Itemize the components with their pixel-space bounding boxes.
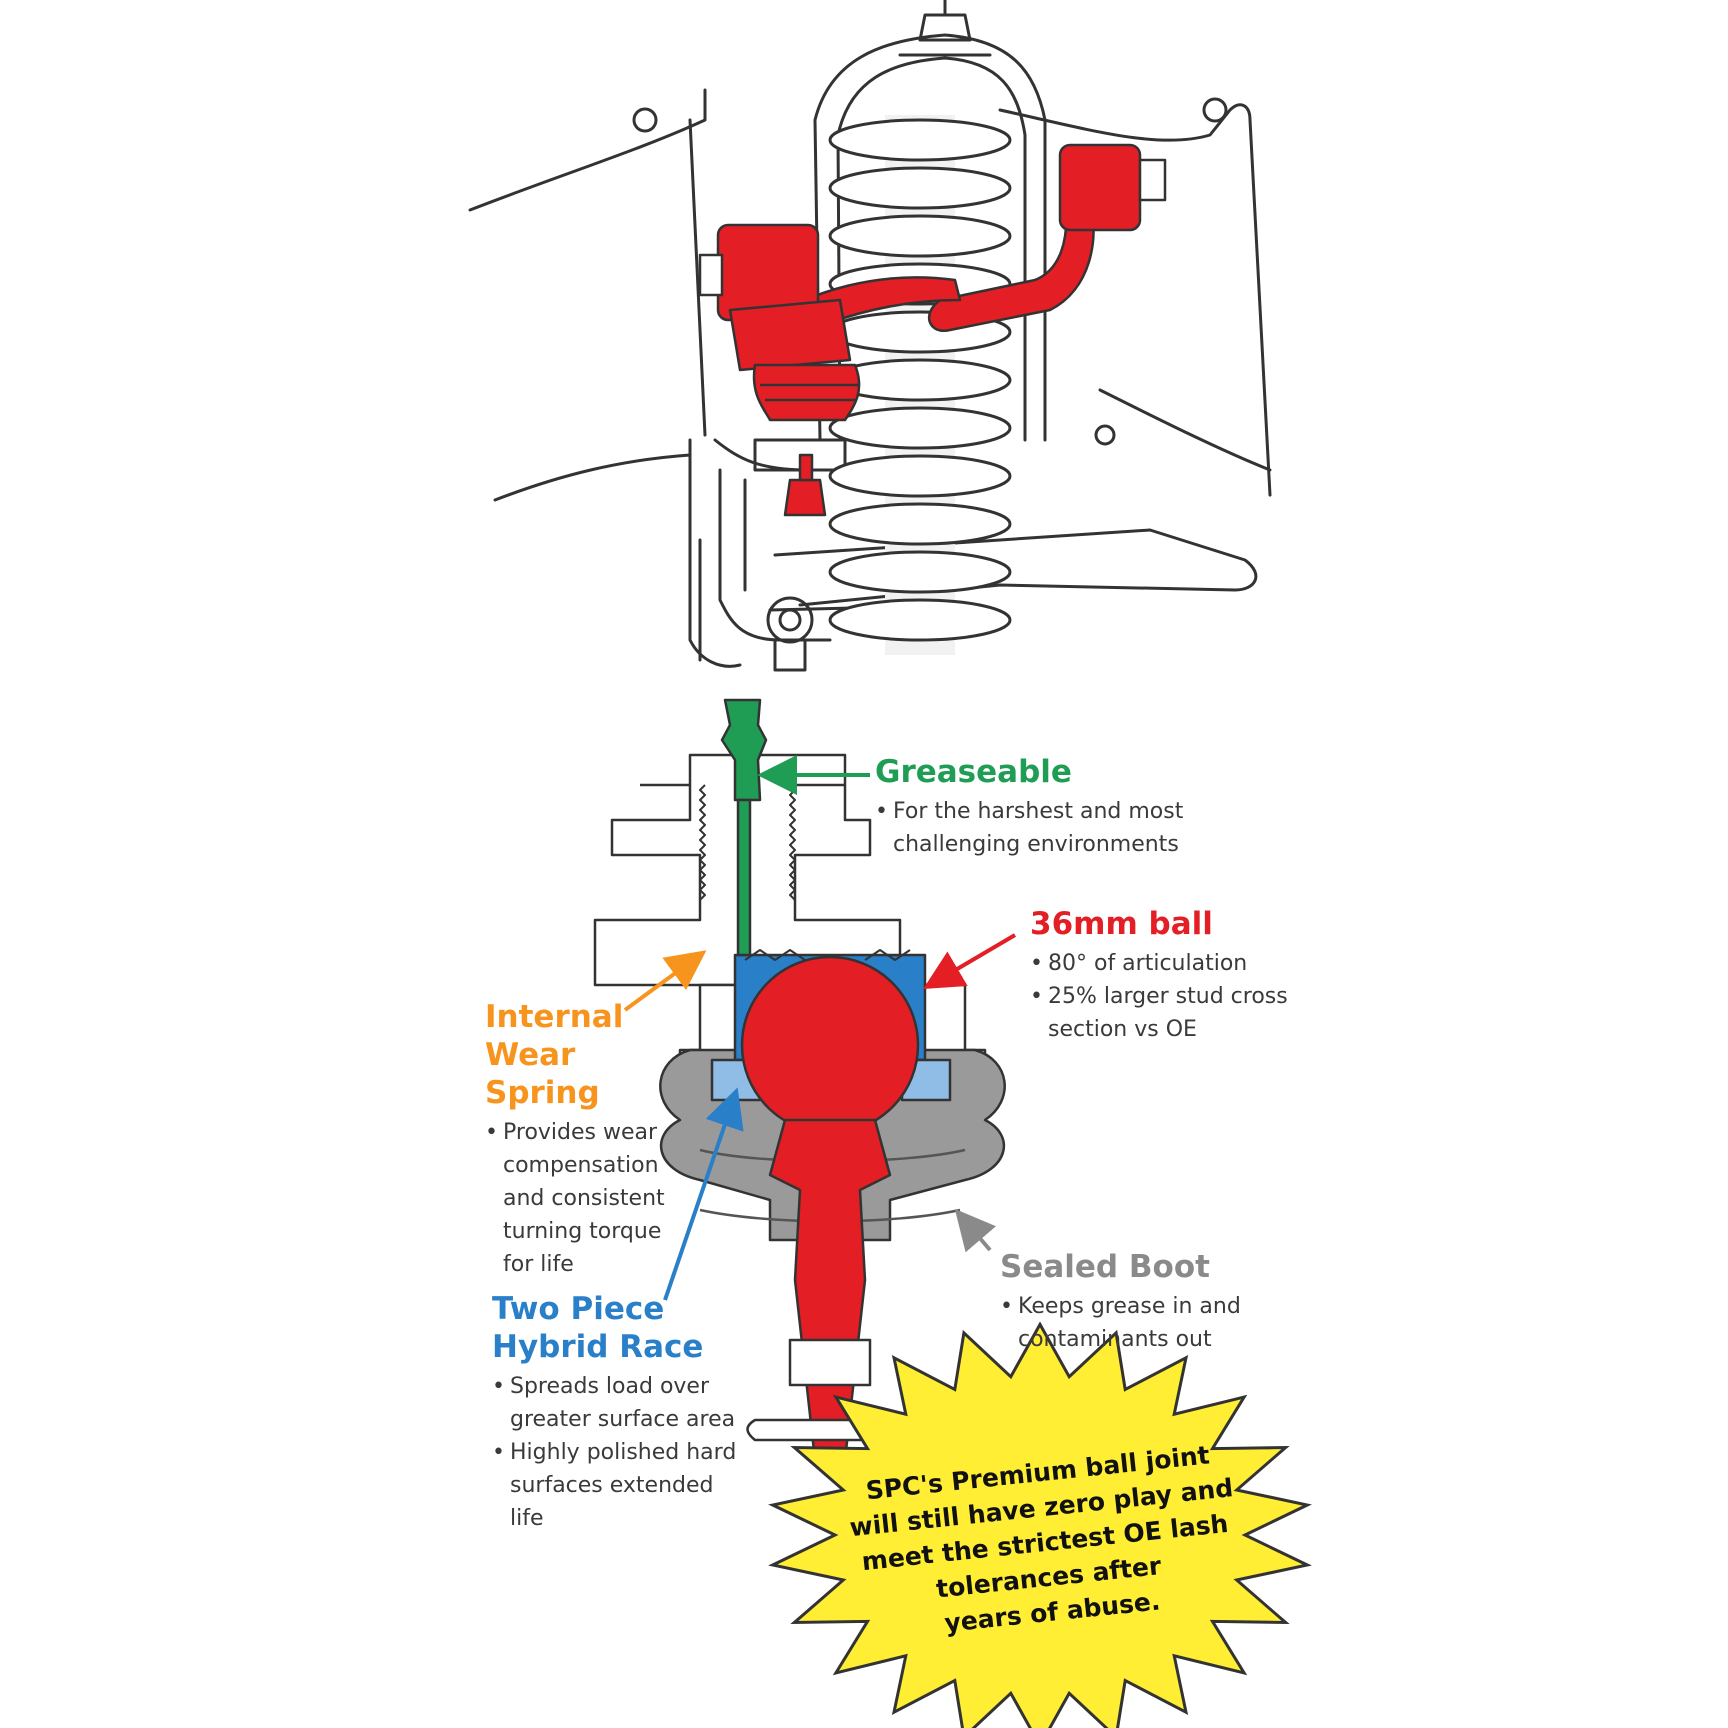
callout-ball: 36mm ball 80° of articulation25% larger …: [1030, 905, 1310, 1046]
callout-boot: Sealed Boot Keeps grease in and contamin…: [1000, 1248, 1270, 1356]
title-line: Internal: [485, 999, 624, 1035]
shock-tower: [813, 33, 1047, 442]
ball-arrow: [923, 933, 1017, 990]
coil-turn: [828, 598, 1012, 642]
coil-spring: [828, 115, 1012, 655]
bullet-item: Keeps grease in and contaminants out: [1000, 1290, 1270, 1356]
boot-arrow: [954, 1208, 997, 1253]
boot-bullets: Keeps grease in and contaminants out: [1000, 1290, 1270, 1356]
title-line: Hybrid Race: [492, 1329, 704, 1365]
bullet-item: Highly polished hard surfaces extended l…: [492, 1436, 742, 1535]
ball-stud-ball: [740, 955, 920, 1135]
title-line: Wear: [485, 1037, 576, 1073]
greaseable-bullets: For the harshest and most challenging en…: [875, 795, 1205, 861]
coil-turn: [828, 166, 1012, 210]
bullet-item: 25% larger stud cross section vs OE: [1030, 980, 1310, 1046]
coil-turn: [828, 454, 1012, 498]
ball-bullets: 80° of articulation25% larger stud cross…: [1030, 947, 1310, 1046]
wear-spring-arrow: [623, 950, 707, 1012]
yellow-starburst: [768, 1321, 1312, 1728]
coil-turn: [828, 118, 1012, 162]
bullet-item: For the harshest and most challenging en…: [875, 795, 1205, 861]
ball-joint-boot: [752, 363, 861, 422]
inner-shell-right: [998, 103, 1272, 497]
rear-bushing: [1058, 143, 1142, 232]
arm-ball-socket: [728, 298, 852, 372]
fender-outline: [468, 88, 707, 212]
greaseable-title: Greaseable: [875, 754, 1072, 790]
title-line: Two Piece: [492, 1291, 665, 1327]
housing-threads: [699, 784, 796, 901]
ball-title: 36mm ball: [1030, 906, 1213, 942]
wear-spring-bullets: Provides wear compensation and consisten…: [485, 1116, 685, 1281]
lower-control-arm: [773, 528, 1258, 607]
callout-greaseable: Greaseable For the harshest and most cha…: [875, 753, 1205, 861]
coil-turn: [828, 406, 1012, 450]
upper-control-arm: [698, 143, 1167, 517]
grease-channel: [736, 798, 752, 957]
upper-arm-rear-bar: [928, 198, 1095, 333]
race-bullets: Spreads load over greater surface areaHi…: [492, 1370, 742, 1535]
coil-turn: [828, 214, 1012, 258]
title-line: Spring: [485, 1075, 600, 1111]
bullet-item: Spreads load over greater surface area: [492, 1370, 742, 1436]
coil-turn: [828, 502, 1012, 546]
bullet-item: 80° of articulation: [1030, 947, 1310, 980]
grease-fitting: [720, 698, 768, 802]
coil-turn: [828, 550, 1012, 594]
bullet-item: Provides wear compensation and consisten…: [485, 1116, 685, 1281]
wear-spring-coil: [744, 949, 911, 961]
boot-title: Sealed Boot: [1000, 1249, 1210, 1285]
